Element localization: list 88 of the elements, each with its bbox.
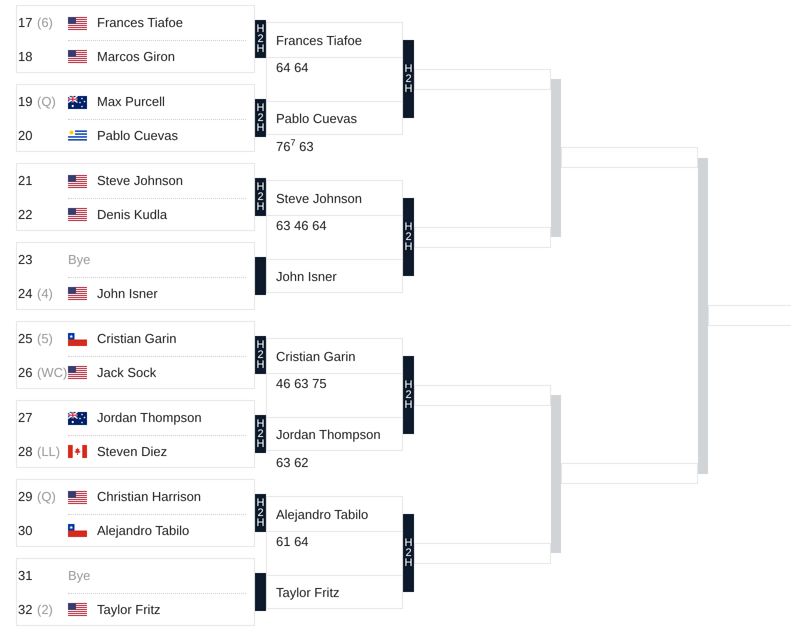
empty-slot — [414, 69, 551, 90]
player-name: Taylor Fritz — [97, 602, 161, 618]
player-name: Steve Johnson — [276, 191, 362, 207]
empty-slot — [708, 305, 791, 326]
player-name: Frances Tiafoe — [97, 15, 183, 31]
seed-number: 28 — [18, 444, 32, 460]
empty-slot — [414, 543, 551, 564]
match-card — [16, 321, 255, 389]
bracket-bar — [551, 395, 561, 553]
player-name: Cristian Garin — [97, 331, 176, 347]
h2h-tab: H2H — [255, 99, 266, 137]
seed-number: 17 — [18, 15, 32, 31]
player-name: Taylor Fritz — [276, 585, 340, 601]
match-card — [16, 558, 255, 626]
seed-number: 30 — [18, 523, 32, 539]
player-name: Alejandro Tabilo — [276, 507, 368, 523]
match-card — [16, 5, 255, 73]
seed-number: 26 — [18, 365, 32, 381]
seed-note: (Q) — [37, 489, 56, 505]
player-name: Pablo Cuevas — [97, 128, 178, 144]
match-card — [16, 400, 255, 468]
match-card — [266, 22, 403, 135]
match-card — [266, 180, 403, 293]
h2h-tab: H2H — [255, 20, 266, 58]
bye-label: Bye — [68, 568, 90, 584]
seed-number: 29 — [18, 489, 32, 505]
empty-slot — [414, 227, 551, 248]
bracket-bar — [698, 158, 708, 474]
match-card — [16, 479, 255, 547]
empty-slot — [561, 463, 698, 484]
score-text: 64 64 — [276, 60, 309, 76]
blank-tab — [255, 573, 266, 611]
player-name: Frances Tiafoe — [276, 33, 362, 49]
seed-note: (2) — [37, 602, 53, 618]
score-text: 63 62 — [276, 455, 309, 471]
player-name: Steven Diez — [97, 444, 168, 460]
match-card — [16, 84, 255, 152]
player-name: Denis Kudla — [97, 207, 168, 223]
h2h-tab: H2H — [255, 178, 266, 216]
seed-note: (5) — [37, 331, 53, 347]
seed-note: (LL) — [37, 444, 60, 460]
h2h-tab: H2H — [255, 336, 266, 374]
score-text: 63 46 64 — [276, 218, 327, 234]
seed-number: 18 — [18, 49, 32, 65]
score-text: 76$^{7}$ 63 — [276, 139, 314, 155]
player-name: Jordan Thompson — [276, 427, 381, 443]
seed-note: (Q) — [37, 94, 56, 110]
bye-label: Bye — [68, 252, 90, 268]
bracket-bar — [551, 79, 561, 237]
seed-number: 32 — [18, 602, 32, 618]
h2h-tab: H2H — [403, 356, 414, 434]
match-card — [266, 496, 403, 609]
seed-number: 21 — [18, 173, 32, 189]
player-name: John Isner — [276, 269, 337, 285]
player-name: Cristian Garin — [276, 349, 356, 365]
seed-note: (4) — [37, 286, 53, 302]
seed-number: 27 — [18, 410, 32, 426]
match-card — [16, 163, 255, 231]
seed-note: (6) — [37, 15, 53, 31]
seed-number: 19 — [18, 94, 32, 110]
player-name: Jack Sock — [97, 365, 156, 381]
player-name: Steve Johnson — [97, 173, 184, 189]
blank-tab — [255, 257, 266, 295]
player-name: Alejandro Tabilo — [97, 523, 190, 539]
empty-slot — [561, 147, 698, 168]
h2h-tab: H2H — [403, 40, 414, 118]
h2h-tab: H2H — [255, 494, 266, 532]
seed-note: (WC) — [37, 365, 68, 381]
seed-number: 20 — [18, 128, 32, 144]
seed-number: 23 — [18, 252, 32, 268]
empty-slot — [414, 385, 551, 406]
player-name: Pablo Cuevas — [276, 111, 357, 127]
player-name: John Isner — [97, 286, 158, 302]
h2h-tab: H2H — [255, 415, 266, 453]
seed-number: 22 — [18, 207, 32, 223]
score-text: 46 63 75 — [276, 376, 327, 392]
match-card — [266, 338, 403, 451]
player-name: Marcos Giron — [97, 49, 176, 65]
seed-number: 31 — [18, 568, 32, 584]
player-name: Christian Harrison — [97, 489, 202, 505]
h2h-tab: H2H — [403, 198, 414, 276]
match-card — [16, 242, 255, 310]
seed-number: 24 — [18, 286, 32, 302]
h2h-tab: H2H — [403, 514, 414, 592]
score-text: 61 64 — [276, 534, 309, 550]
player-name: Jordan Thompson — [97, 410, 202, 426]
player-name: Max Purcell — [97, 94, 165, 110]
seed-number: 25 — [18, 331, 32, 347]
